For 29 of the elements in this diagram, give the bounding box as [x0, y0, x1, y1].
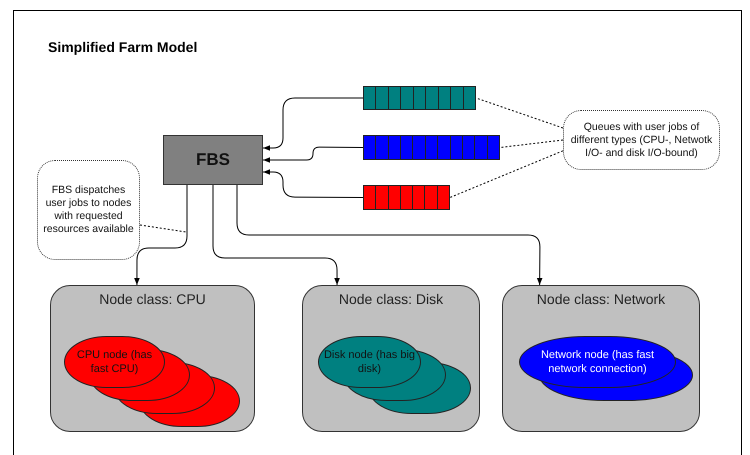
job-queue: [363, 135, 500, 160]
node-label: CPU node (has fast CPU): [76, 348, 154, 376]
panel-heading: Node class: CPU: [98, 291, 207, 307]
arrow: [134, 184, 188, 286]
node-class-panel: [50, 285, 255, 432]
diagram-title: Simplified Farm Model: [48, 39, 198, 55]
leader-line: [476, 98, 564, 128]
panel-heading: Node class: Disk: [338, 291, 444, 307]
leader-line: [500, 140, 564, 148]
server-box: [163, 135, 263, 185]
arrow: [212, 184, 340, 286]
node-class-panel: [502, 285, 700, 432]
leader-line: [140, 224, 186, 232]
arrow: [236, 184, 542, 286]
note-text: FBS dispatches user jobs to nodes with requested resources available: [42, 184, 135, 236]
arrow: [262, 169, 364, 198]
arrow: [262, 98, 364, 151]
leader-line: [450, 150, 564, 198]
note-text: Queues with user jobs of different types (CPU-, Netwotk I/O- and disk I/O-bound): [570, 120, 714, 160]
node-class-panel: [302, 285, 480, 432]
server-label: FBS: [196, 150, 230, 170]
job-queue: [363, 86, 476, 110]
callout-note: [37, 160, 140, 260]
job-queue: [363, 185, 450, 210]
panel-heading: Node class: Network: [536, 291, 666, 307]
node-label: Network node (has fast network connection): [540, 348, 656, 376]
node-label: Disk node (has big disk): [324, 348, 416, 376]
arrow: [262, 146, 364, 163]
callout-note: [563, 110, 720, 170]
